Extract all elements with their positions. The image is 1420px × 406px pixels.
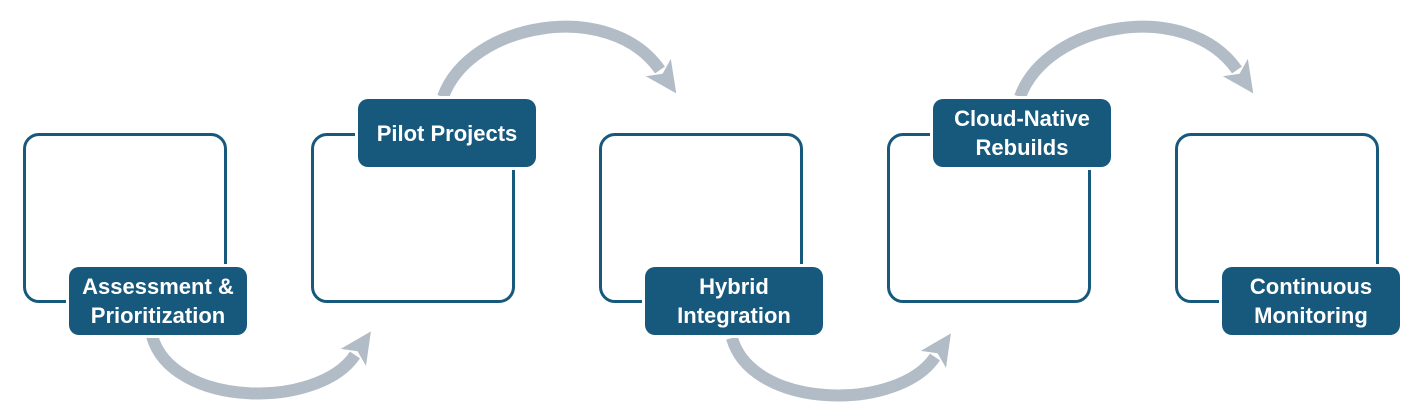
step-label-line: Cloud-Native xyxy=(954,106,1090,131)
step-label-line: Assessment & xyxy=(82,274,234,299)
step-label-hybrid-integration: Hybrid Integration xyxy=(645,267,823,335)
step-label-line: Pilot Projects xyxy=(376,120,518,146)
step-label-line: Prioritization xyxy=(90,303,226,328)
step-label-line: Monitoring xyxy=(1254,303,1368,328)
step-label-line: Integration xyxy=(677,303,791,328)
curved-arrow-1-icon xyxy=(146,331,371,400)
step-label-line: Hybrid xyxy=(699,274,769,299)
step-label-cloud-native-rebuilds: Cloud-Native Rebuilds xyxy=(933,99,1111,167)
curved-arrow-3-icon xyxy=(726,333,951,402)
step-label-continuous-monitoring: Continuous Monitoring xyxy=(1222,267,1400,335)
step-label-pilot-projects: Pilot Projects xyxy=(358,99,536,167)
step-label-assessment-prioritization: Assessment & Prioritization xyxy=(69,267,247,335)
curved-arrow-4-icon xyxy=(1014,20,1254,100)
step-label-line: Rebuilds xyxy=(975,135,1069,160)
curved-arrow-2-icon xyxy=(437,20,677,100)
step-label-line: Continuous xyxy=(1249,274,1373,299)
